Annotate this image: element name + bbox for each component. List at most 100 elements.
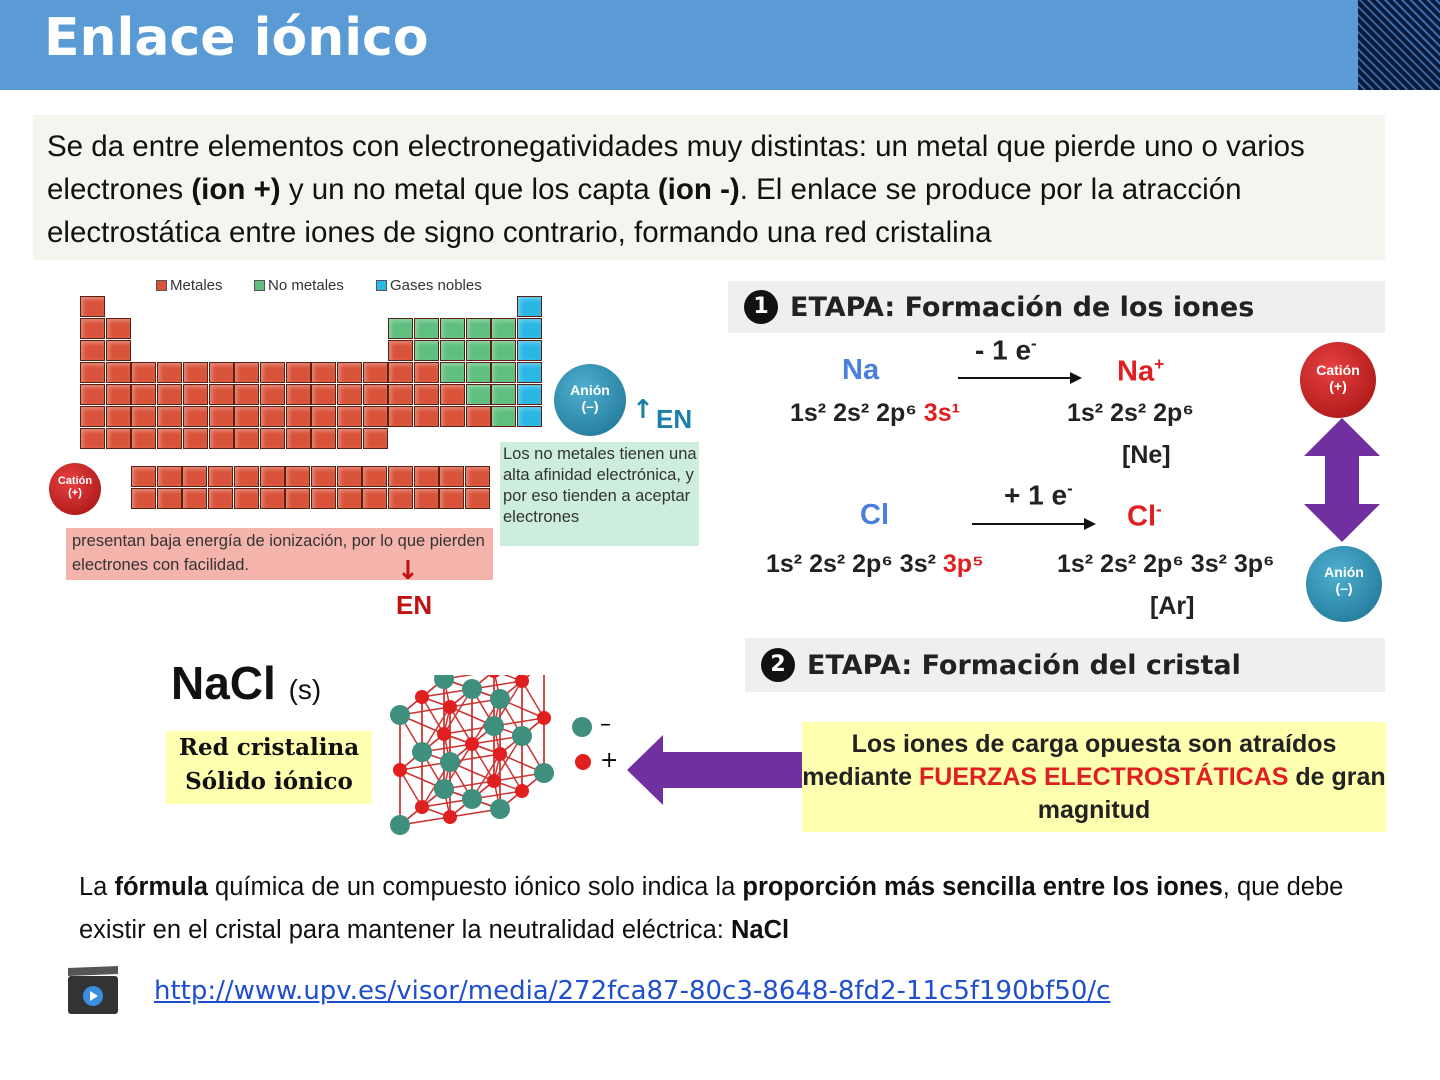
chloride-ion <box>390 815 410 835</box>
chloride-ion <box>462 679 482 699</box>
sodium-ion <box>437 727 451 741</box>
element-cell-metal <box>311 406 337 427</box>
element-cell-metal <box>208 428 234 449</box>
element-cell-nonmetal <box>491 384 517 405</box>
element-cell-metal <box>131 488 156 509</box>
element-cell-metal <box>80 318 105 339</box>
element-cell-metal <box>208 466 234 487</box>
sodium-ion <box>537 711 551 725</box>
element-cell-metal <box>310 466 336 487</box>
cl-configuration: 1s² 2s² 2p⁶ 3s² 3p⁵ <box>766 550 984 578</box>
element-cell-metal <box>337 362 362 383</box>
sodium-ion <box>487 774 501 788</box>
element-cell-metal <box>362 488 388 509</box>
cl-ion-configuration: 1s² 2s² 2p⁶ 3s² 3p⁶ <box>1057 550 1275 578</box>
left-arrow-icon <box>627 735 804 805</box>
element-cell-metal <box>157 428 183 449</box>
video-link[interactable]: http://www.upv.es/visor/media/272fca87-8… <box>154 976 1111 1006</box>
double-arrow-icon <box>1304 418 1380 542</box>
metal-note: presentan baja energía de ionización, po… <box>72 532 485 574</box>
element-cell-metal <box>337 406 362 427</box>
element-cell-metal <box>80 384 105 405</box>
element-cell-metal <box>233 466 259 487</box>
element-cell-metal <box>131 428 157 449</box>
element-cell-metal <box>388 340 414 361</box>
element-cell-metal <box>182 406 208 427</box>
element-cell-metal <box>259 406 285 427</box>
element-cell-metal <box>208 488 234 509</box>
element-cell-nonmetal <box>465 340 491 361</box>
element-cell-metal <box>80 406 105 427</box>
element-cell-nonmetal <box>414 318 440 339</box>
element-cell-metal <box>388 384 414 405</box>
video-clapper-icon[interactable] <box>66 964 120 1018</box>
na-configuration: 1s² 2s² 2p⁶ 3s¹ <box>790 399 960 427</box>
element-cell-metal <box>310 488 336 509</box>
en-down-label: EN <box>396 590 433 620</box>
element-cell-metal <box>105 362 131 383</box>
sodium-ion <box>493 747 507 761</box>
element-cell-metal <box>131 362 157 383</box>
chloride-ion <box>484 716 504 736</box>
chloride-ion-icon <box>572 717 592 737</box>
sodium-ion <box>515 675 529 688</box>
na-ion-configuration: 1s² 2s² 2p⁶ <box>1067 399 1194 427</box>
element-cell-noble <box>516 318 542 339</box>
element-cell-metal <box>234 384 260 405</box>
ar-label: [Ar] <box>1150 592 1195 620</box>
lattice-bond <box>399 769 423 808</box>
element-cell-nonmetal <box>439 318 465 339</box>
element-cell-metal <box>131 466 156 487</box>
cation-ball-right: Catión(+) <box>1300 342 1376 418</box>
element-cell-metal <box>413 488 439 509</box>
element-cell-metal <box>388 466 413 487</box>
legend-no-metales: No metales <box>254 277 344 294</box>
element-cell-metal <box>131 406 157 427</box>
na-symbol: Na <box>842 354 880 386</box>
element-cell-metal <box>414 406 440 427</box>
electrostatic-forces-box: Los iones de carga opuesta son atraídos … <box>802 722 1386 832</box>
element-cell-metal <box>157 406 183 427</box>
element-cell-metal <box>362 466 388 487</box>
element-cell-metal <box>233 488 259 509</box>
element-cell-metal <box>362 384 388 405</box>
element-cell-metal <box>439 406 465 427</box>
chloride-ion <box>534 763 554 783</box>
element-cell-metal <box>131 384 157 405</box>
element-cell-metal <box>362 362 388 383</box>
arrow-up-icon: ↑ <box>632 395 654 425</box>
element-cell-metal <box>105 318 131 339</box>
anion-ball: Anión(–) <box>554 364 626 436</box>
cl-reaction-arrow <box>972 518 1096 530</box>
element-cell-noble <box>516 406 542 427</box>
plus-label: + <box>600 748 619 773</box>
na-reaction-arrow <box>958 372 1082 384</box>
intro-text: Se da entre elementos con electronegativ… <box>33 115 1385 260</box>
element-cell-metal <box>439 488 465 509</box>
nonmetal-note: Los no metales tienen una alta afinidad … <box>503 445 697 526</box>
element-cell-metal <box>234 362 260 383</box>
chloride-ion <box>434 675 454 689</box>
element-cell-nonmetal <box>465 362 491 383</box>
sodium-ion <box>415 690 429 704</box>
element-cell-metal <box>259 384 285 405</box>
arrow-down-icon: ↓ <box>397 556 419 586</box>
ne-label: [Ne] <box>1122 441 1171 469</box>
element-cell-nonmetal <box>465 384 491 405</box>
element-cell-metal <box>337 384 362 405</box>
element-cell-metal <box>465 488 491 509</box>
element-cell-noble <box>516 296 542 317</box>
anion-ball-right: Anión(–) <box>1306 546 1382 622</box>
lattice-bond <box>449 706 473 745</box>
lattice-bond <box>421 696 445 735</box>
element-cell-metal <box>388 406 414 427</box>
sodium-ion-icon <box>575 754 591 770</box>
metal-note-box <box>66 528 493 580</box>
cation-ball: Catión(+) <box>49 463 101 515</box>
element-cell-metal <box>439 466 465 487</box>
chloride-ion <box>390 705 410 725</box>
element-cell-metal <box>285 488 311 509</box>
element-cell-metal <box>80 340 105 361</box>
legend-metales: Metales <box>156 277 223 294</box>
